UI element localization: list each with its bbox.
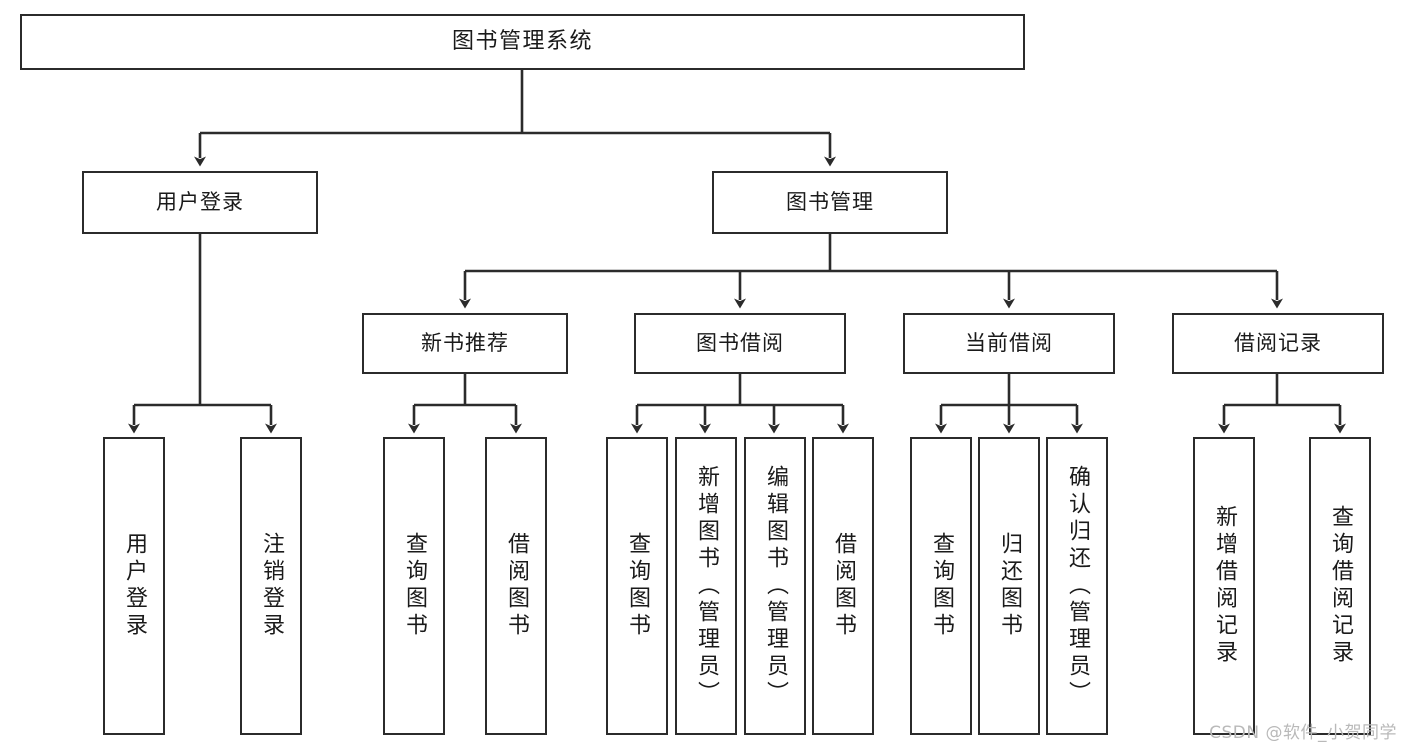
node-label: 借阅图书: [831, 532, 856, 640]
leaf-recommend-borrow-book[interactable]: 借阅图书: [485, 437, 547, 735]
node-book-management[interactable]: 图书管理: [712, 171, 948, 234]
leaf-borrow-borrow-book[interactable]: 借阅图书: [812, 437, 874, 735]
leaf-recommend-query-book[interactable]: 查询图书: [383, 437, 445, 735]
leaf-user-login-signout[interactable]: 注销登录: [240, 437, 302, 735]
leaf-borrow-add-book-admin[interactable]: 新增图书（管理员）: [675, 437, 737, 735]
node-label: 新增图书（管理员）: [694, 464, 719, 708]
node-current-borrow[interactable]: 当前借阅: [903, 313, 1115, 374]
node-label: 确认归还（管理员）: [1065, 464, 1090, 708]
node-label: 借阅记录: [1234, 331, 1322, 356]
node-label: 查询借阅记录: [1328, 505, 1353, 667]
node-book-borrow[interactable]: 图书借阅: [634, 313, 846, 374]
node-label: 图书管理: [786, 190, 874, 215]
node-label: 图书借阅: [696, 331, 784, 356]
node-label: 当前借阅: [965, 331, 1053, 356]
node-borrow-record[interactable]: 借阅记录: [1172, 313, 1384, 374]
leaf-record-add-record[interactable]: 新增借阅记录: [1193, 437, 1255, 735]
node-label: 图书管理系统: [451, 29, 593, 55]
node-root-system[interactable]: 图书管理系统: [20, 14, 1025, 70]
node-label: 用户登录: [156, 190, 244, 215]
node-new-book-recommend[interactable]: 新书推荐: [362, 313, 568, 374]
node-label: 查询图书: [402, 532, 427, 640]
node-label: 用户登录: [122, 532, 147, 640]
leaf-current-query-book[interactable]: 查询图书: [910, 437, 972, 735]
node-label: 注销登录: [259, 532, 284, 640]
leaf-record-query-record[interactable]: 查询借阅记录: [1309, 437, 1371, 735]
node-label: 查询图书: [929, 532, 954, 640]
leaf-borrow-edit-book-admin[interactable]: 编辑图书（管理员）: [744, 437, 806, 735]
node-label: 借阅图书: [504, 532, 529, 640]
node-label: 查询图书: [625, 532, 650, 640]
leaf-current-return-book[interactable]: 归还图书: [978, 437, 1040, 735]
leaf-current-confirm-return-admin[interactable]: 确认归还（管理员）: [1046, 437, 1108, 735]
node-label: 归还图书: [997, 532, 1022, 640]
node-label: 新增借阅记录: [1212, 505, 1237, 667]
node-label: 新书推荐: [421, 331, 509, 356]
node-user-login[interactable]: 用户登录: [82, 171, 318, 234]
csdn-watermark: CSDN @软件_小贺同学: [1209, 723, 1397, 743]
leaf-user-login-signin[interactable]: 用户登录: [103, 437, 165, 735]
node-label: 编辑图书（管理员）: [763, 464, 788, 708]
leaf-borrow-query-book[interactable]: 查询图书: [606, 437, 668, 735]
